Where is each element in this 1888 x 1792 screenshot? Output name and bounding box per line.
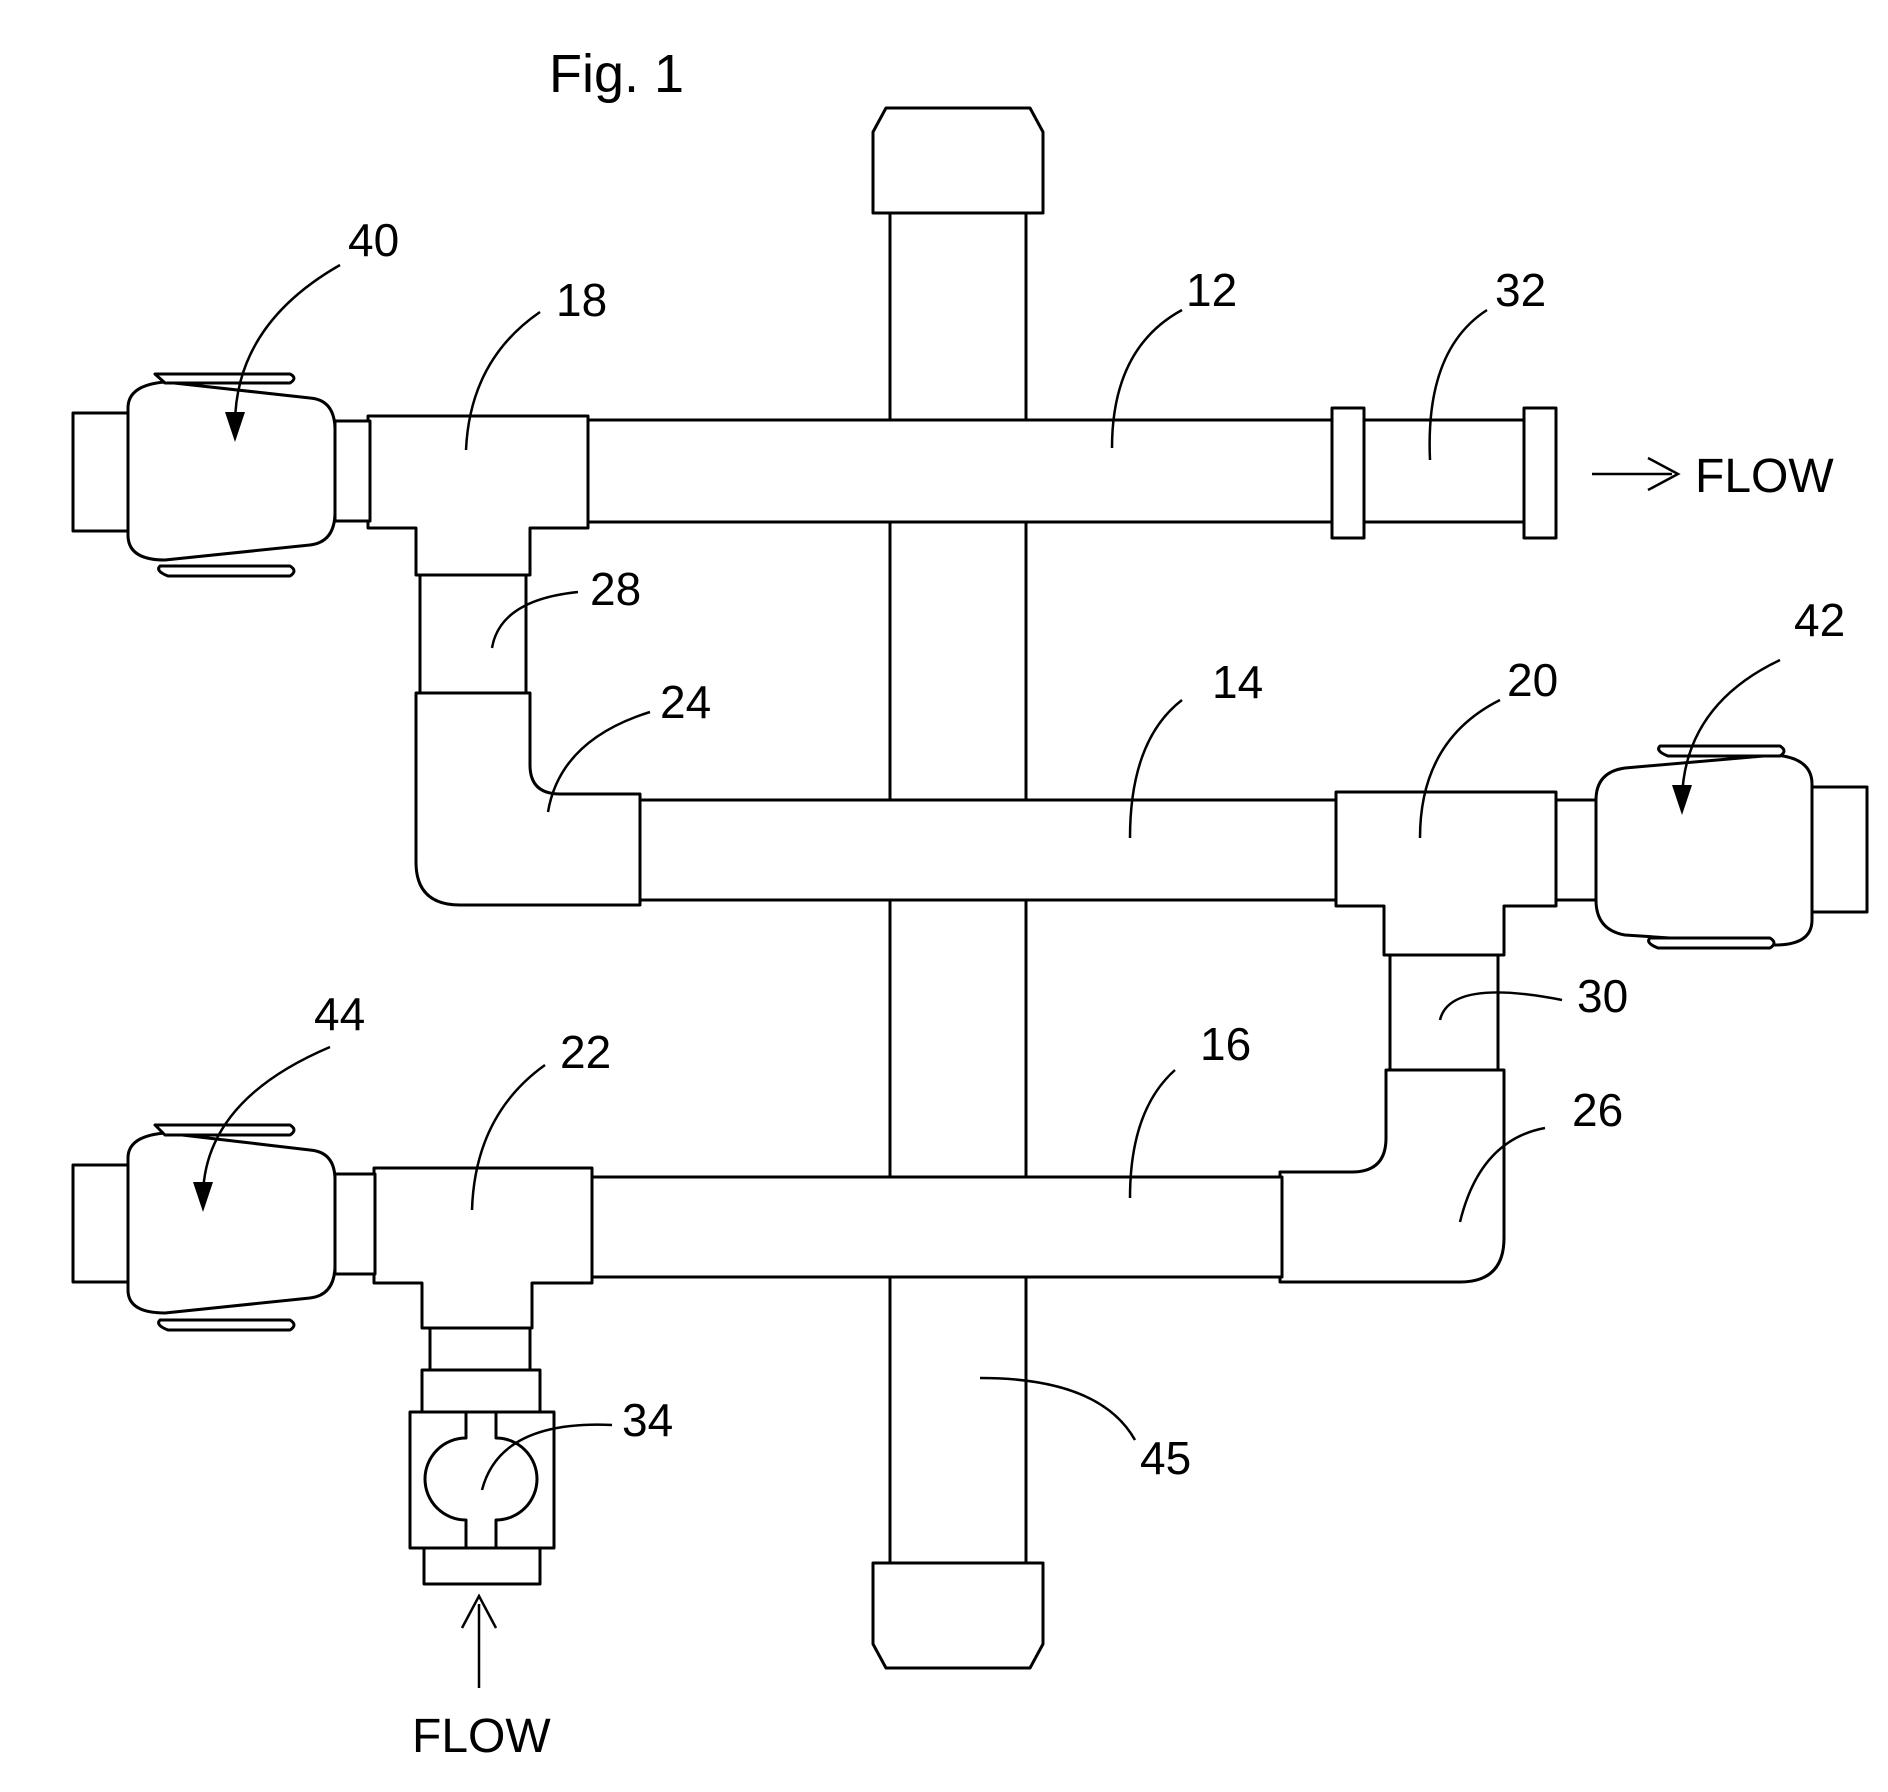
tee-18 [368,416,588,575]
label-26: 26 [1572,1084,1623,1136]
label-30: 30 [1577,970,1628,1022]
label-32: 32 [1495,264,1546,316]
label-24: 24 [660,676,711,728]
inlet-flow-arrow [462,1596,496,1688]
tee-20 [1336,792,1556,955]
label-42: 42 [1794,594,1845,646]
pipe-14 [640,800,1340,900]
outlet-flow-arrow [1592,458,1678,490]
quick-connect-42 [1556,746,1867,948]
pipe-12 [584,420,1334,522]
quick-connect-44 [73,1125,375,1330]
elbow-26 [1280,1070,1504,1282]
nipple-28 [420,575,526,693]
label-45: 45 [1140,1432,1191,1484]
flow-inlet-label: FLOW [412,1710,551,1763]
quick-connect-40 [73,374,370,576]
outlet-coupling-32 [1332,408,1556,538]
elbow-24 [416,693,640,905]
label-12: 12 [1186,264,1237,316]
label-20: 20 [1507,654,1558,706]
label-40: 40 [348,214,399,266]
label-28: 28 [590,563,641,615]
flow-outlet-label: FLOW [1695,450,1834,503]
pipe-16 [590,1177,1282,1277]
label-22: 22 [560,1026,611,1078]
label-18: 18 [556,274,607,326]
label-16: 16 [1200,1018,1251,1070]
label-44: 44 [314,988,365,1040]
figure-caption: Fig. 1 [549,44,684,104]
tee-22 [374,1168,592,1328]
label-34: 34 [622,1394,673,1446]
inlet-valve-34 [410,1328,554,1584]
label-14: 14 [1212,656,1263,708]
